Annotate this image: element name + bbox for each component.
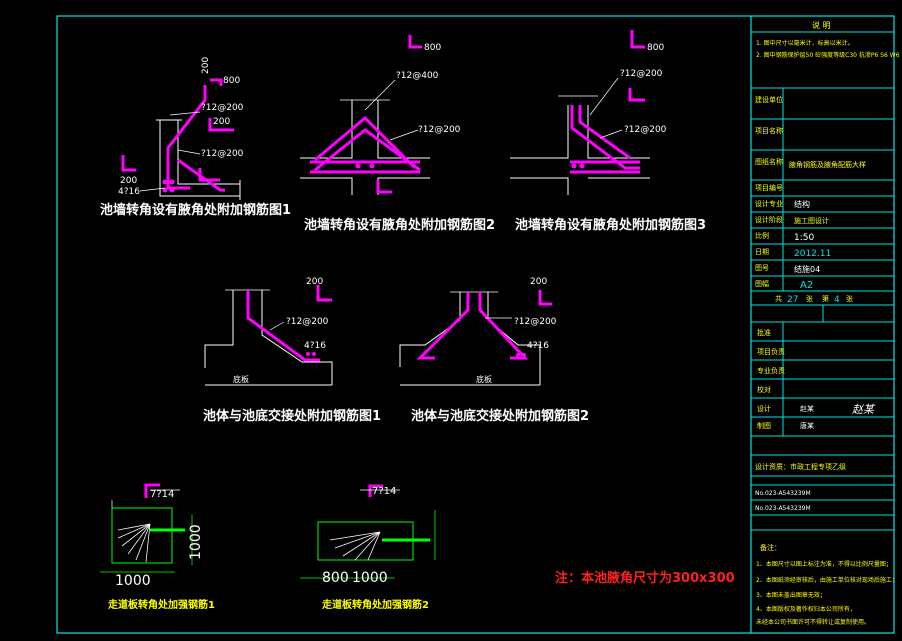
- svg-text:项目负责: 项目负责: [757, 347, 785, 356]
- d1-label-1: ?12@200: [201, 103, 244, 113]
- tb-qualification: 设计资质：市政工程专项乙级: [755, 462, 846, 471]
- svg-text:共: 共: [775, 294, 782, 303]
- d5-slab-label: 底板: [476, 374, 492, 384]
- tb-row-value: 施工图设计: [794, 216, 829, 225]
- d3-label-1: ?12@200: [620, 69, 663, 79]
- d1-label-2: ?12@200: [201, 149, 244, 159]
- d5-label-1: ?12@200: [514, 317, 557, 327]
- d5-title: 池体与池底交接处附加钢筋图2: [411, 408, 589, 424]
- d4-slab-label: 底板: [233, 374, 249, 384]
- drawing-walkway-corner-1: 7?14 1000 1000 走道板转角处加强钢筋1: [100, 483, 215, 611]
- d2-label-2: ?12@200: [418, 125, 461, 135]
- tb-row-label: 设计专业: [755, 199, 783, 208]
- svg-text:张: 张: [806, 294, 813, 303]
- tb-drawing-name: 腋角钢筋及腋角配筋大样: [789, 160, 866, 169]
- tb-row-label: 日期: [755, 248, 769, 256]
- d4-dim-200: 200: [306, 277, 323, 287]
- svg-text:未经本公司书面许可不得转让或复制使用。: 未经本公司书面许可不得转让或复制使用。: [756, 618, 870, 626]
- svg-text:1、本图尺寸以图上标注为准，不得以比例尺量图；: 1、本图尺寸以图上标注为准，不得以比例尺量图；: [756, 560, 892, 568]
- d3-title: 池墙转角设有腋角处附加钢筋图3: [515, 217, 706, 233]
- tb-cert-1: No.023-A543239M: [755, 490, 811, 497]
- tb-row-label: 图纸名称: [755, 157, 783, 166]
- d1-label-3: 4?16: [118, 187, 140, 197]
- svg-text:设计: 设计: [757, 404, 771, 413]
- svg-text:批准: 批准: [757, 328, 771, 337]
- d3-dim-800: 800: [647, 43, 664, 53]
- tb-row-value: 2012.11: [794, 249, 831, 259]
- d6-dim-vertical: 1000: [188, 524, 204, 560]
- d7-dim-800: 800: [322, 570, 349, 586]
- d2-dim-800: 800: [424, 43, 441, 53]
- d3-label-2: ?12@200: [624, 125, 667, 135]
- d7-label: 7?14: [372, 486, 396, 497]
- d7-title: 走道板转角处加强钢筋2: [321, 598, 429, 611]
- drawing-walkway-corner-2: 7?14 800 1000 走道板转角处加强钢筋2: [300, 484, 436, 611]
- svg-text:3、本图未盖出图章无效；: 3、本图未盖出图章无效；: [756, 591, 826, 599]
- d6-label: 7?14: [150, 489, 174, 500]
- drawing-wall-corner-2: 800 ?12@400 ?12@200 池墙转角设有腋角处附加钢筋图2: [300, 35, 495, 233]
- tb-row-value: 结构: [794, 199, 810, 209]
- d1-dim-800-vert: 200: [201, 57, 211, 74]
- tb-row-label: 比例: [755, 231, 769, 240]
- haunch-note: 注：本池腋角尺寸为300x300: [555, 570, 735, 586]
- tb-row-label: 项目编号: [755, 183, 783, 192]
- tb-row-value: 结施04: [794, 264, 820, 274]
- svg-text:制图: 制图: [757, 421, 771, 430]
- d6-dim-horizontal: 1000: [115, 573, 151, 589]
- drawing-wall-corner-3: 800 ?12@200 ?12@200 池墙转角设有腋角处附加钢筋图3: [510, 30, 706, 233]
- d6-title: 走道板转角处加强钢筋1: [107, 598, 215, 611]
- d5-dim-200: 200: [530, 277, 547, 287]
- svg-text:张: 张: [846, 294, 853, 303]
- tb-header: 说 明: [812, 20, 831, 30]
- tb-row-value: 1:50: [794, 233, 814, 243]
- tb-row-label: 图号: [755, 264, 769, 272]
- tb-sheet-count: 共 27 张 第 4 张: [775, 294, 853, 305]
- svg-text:4、本图版权及著作权归本公司所有，: 4、本图版权及著作权归本公司所有，: [756, 605, 856, 613]
- tb-row-label: 建设单位: [755, 95, 783, 104]
- tb-row-label: 项目名称: [755, 126, 783, 135]
- svg-text:备注：: 备注：: [760, 543, 781, 552]
- tb-note-1: 1. 图中尺寸以毫米计，标高以米计。: [756, 39, 854, 47]
- d1-dim-200: 200: [213, 117, 230, 127]
- sheet-border: [56, 15, 895, 634]
- svg-text:2、本图纸须经审核后，由施工单位核对现场后施工；: 2、本图纸须经审核后，由施工单位核对现场后施工；: [756, 576, 898, 584]
- svg-text:赵某: 赵某: [800, 404, 814, 413]
- tb-row-label: 设计阶段: [755, 215, 783, 224]
- svg-text:第: 第: [822, 294, 829, 303]
- tb-rows: 建设单位 项目名称 图纸名称 腋角钢筋及腋角配筋大样 项目编号 设计专业 结构 …: [755, 95, 866, 291]
- d1-dim-800: 800: [223, 76, 240, 86]
- drawing-wall-corner-1: 200 800 ?12@200 200 ?12@200 200 4?16 池墙转…: [100, 57, 291, 218]
- svg-text:专业负责: 专业负责: [757, 366, 785, 375]
- svg-text:4: 4: [834, 295, 840, 305]
- d2-title: 池墙转角设有腋角处附加钢筋图2: [304, 217, 495, 233]
- d4-label-2: 4?16: [304, 341, 326, 351]
- tb-note-2: 2. 图中钢筋保护层50 砼强度等级C30 抗渗P6 S6 W6: [756, 51, 900, 59]
- d1-dim-200-left: 200: [120, 176, 137, 186]
- d4-label-1: ?12@200: [286, 317, 329, 327]
- tb-cert-2: No.023-A543239M: [755, 505, 811, 512]
- d5-label-2: 4?16: [527, 341, 549, 351]
- svg-text:唐某: 唐某: [800, 421, 814, 430]
- svg-text:校对: 校对: [757, 385, 771, 394]
- svg-text:27: 27: [787, 295, 798, 305]
- d2-label-1: ?12@400: [396, 71, 439, 81]
- drawing-wall-base-2: 200 ?12@200 4?16 底板 池体与池底交接处附加钢筋图2: [399, 277, 589, 424]
- d7-dim-1000: 1000: [352, 570, 388, 586]
- tb-row-label: 图幅: [755, 279, 769, 288]
- d1-title: 池墙转角设有腋角处附加钢筋图1: [100, 202, 291, 218]
- tb-remarks: 备注： 1、本图尺寸以图上标注为准，不得以比例尺量图； 2、本图纸须经审核后，由…: [756, 543, 898, 626]
- tb-roles: 批准 项目负责 专业负责 校对 设计 赵某 制图 唐某 赵某: [757, 328, 876, 430]
- tb-row-value: A2: [800, 280, 813, 291]
- d4-title: 池体与池底交接处附加钢筋图1: [203, 408, 381, 424]
- title-block: [751, 31, 894, 531]
- tb-signature: 赵某: [852, 403, 876, 416]
- drawing-wall-base-1: 200 ?12@200 4?16 底板 池体与池底交接处附加钢筋图1: [203, 277, 381, 424]
